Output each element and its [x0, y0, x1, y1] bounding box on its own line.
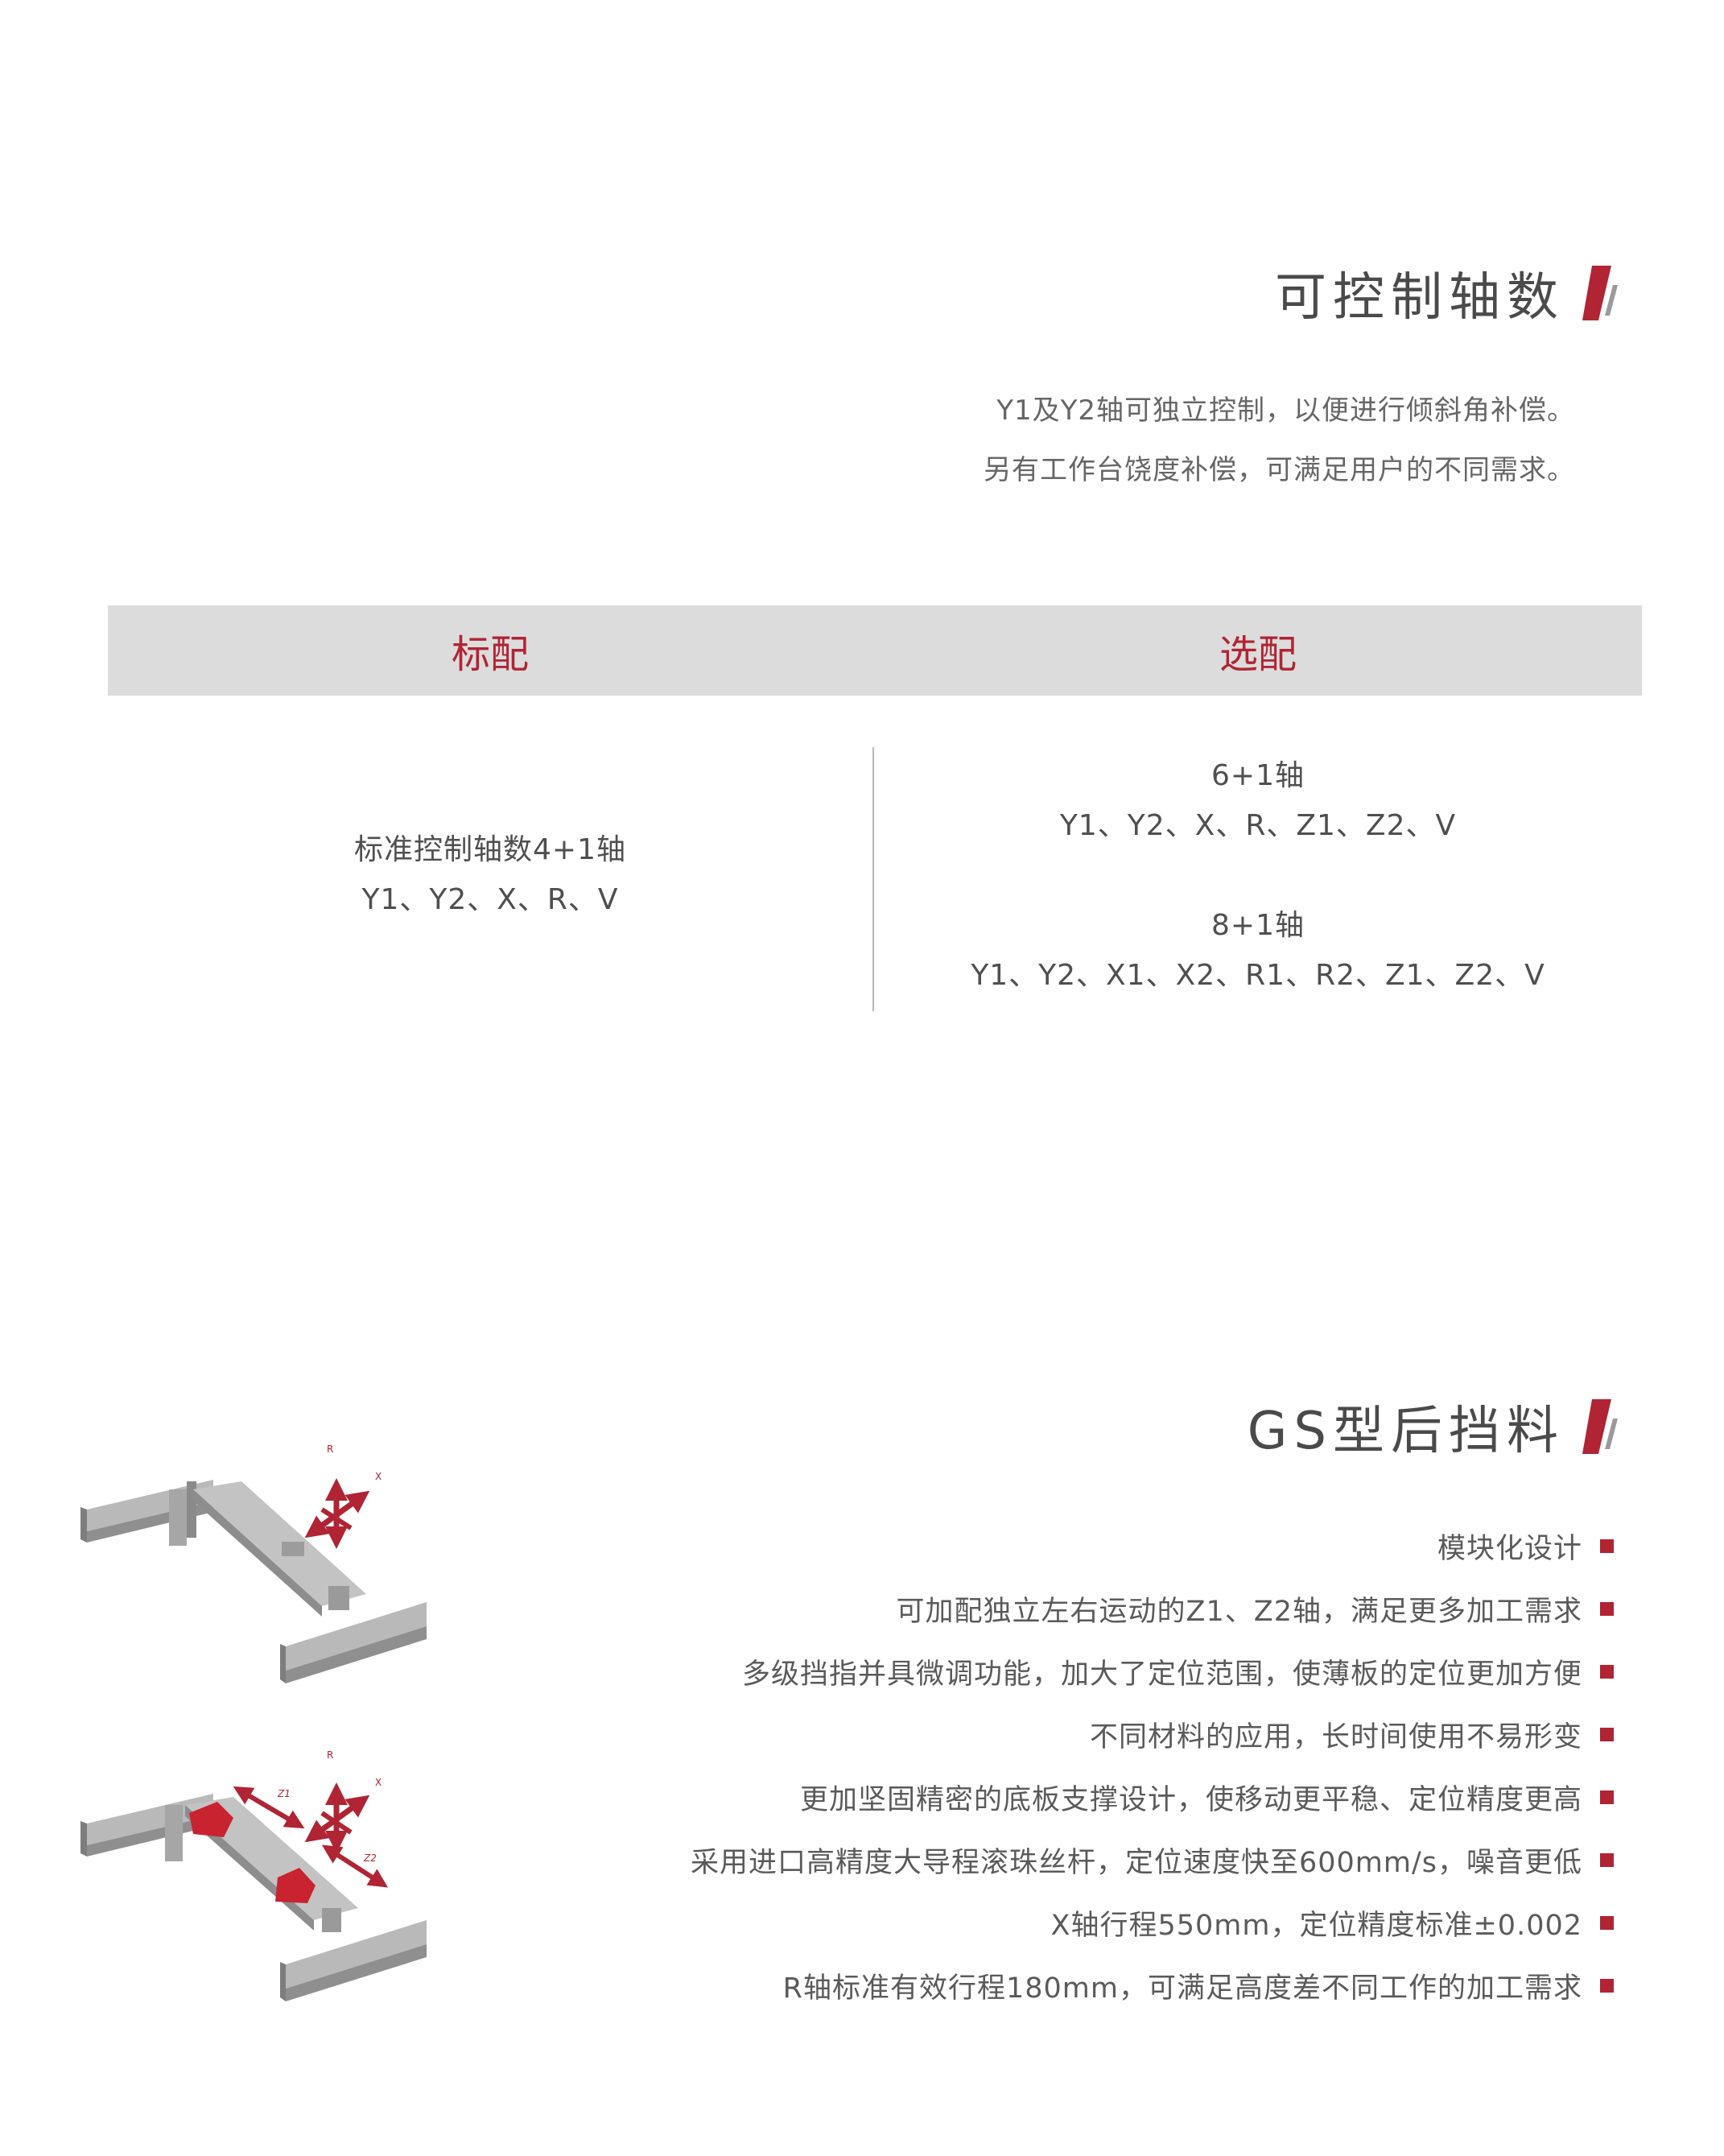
table-header-band: 标配 选配	[108, 605, 1642, 696]
bullet-icon	[1600, 1790, 1614, 1804]
bullet-icon	[1600, 1602, 1614, 1616]
bullet-icon	[1600, 1728, 1614, 1741]
section-title-axes: 可控制轴数	[1275, 256, 1619, 330]
brand-mark-icon	[1582, 266, 1618, 320]
standard-title: 标准控制轴数4+1轴	[354, 833, 626, 866]
feature-item: R轴标准有效行程180mm，可满足高度差不同工作的加工需求	[782, 1972, 1582, 2005]
brand-mark-icon	[1582, 1399, 1618, 1454]
optional-8-axes: Y1、Y2、X1、X2、R1、R2、Z1、Z2、V	[971, 959, 1545, 992]
feature-item: 不同材料的应用，长时间使用不易形变	[1089, 1721, 1582, 1753]
axis-label-z2: Z2	[363, 1852, 377, 1864]
feature-item: 可加配独立左右运动的Z1、Z2轴，满足更多加工需求	[896, 1596, 1582, 1628]
optional-6-axes: Y1、Y2、X、R、Z1、Z2、V	[1059, 809, 1457, 842]
feature-item: X轴行程550mm，定位精度标准±0.002	[1050, 1910, 1582, 1942]
feature-item: 更加坚固精密的底板支撑设计，使移动更平稳、定位精度更高	[799, 1784, 1582, 1816]
header-standard: 标配	[451, 632, 529, 677]
section1-desc-line2: 另有工作台饶度补偿，可满足用户的不同需求。	[984, 454, 1575, 486]
bullet-icon	[1600, 1916, 1614, 1930]
axis-label-x: X	[375, 1471, 382, 1482]
bullet-icon	[1600, 1665, 1614, 1679]
feature-item: 多级挡指并具微调功能，加大了定位范围，使薄板的定位更加方便	[741, 1658, 1582, 1691]
backgauge-diagram-z-axes: R X Z1 Z2	[80, 1749, 427, 2001]
axis-label-r: R	[327, 1444, 333, 1455]
optional-6-title: 6+1轴	[1211, 759, 1305, 792]
bullet-icon	[1600, 1979, 1614, 1993]
bullet-icon	[1600, 1539, 1614, 1553]
bullet-icon	[1600, 1853, 1614, 1867]
axis-label-z1: Z1	[277, 1788, 291, 1799]
section-title-backgauge: GS型后挡料	[1248, 1390, 1619, 1464]
standard-axes: Y1、Y2、X、R、V	[361, 883, 619, 916]
axis-label-x: X	[375, 1777, 382, 1788]
header-optional: 选配	[1219, 632, 1297, 677]
optional-8-title: 8+1轴	[1211, 909, 1305, 942]
section-title-text: 可控制轴数	[1275, 268, 1565, 328]
axis-label-r: R	[327, 1749, 333, 1761]
feature-item: 采用进口高精度大导程滚珠丝杆，定位速度快至600mm/s，噪音更低	[690, 1847, 1582, 1879]
section-title-text: GS型后挡料	[1247, 1402, 1565, 1461]
column-divider	[872, 747, 874, 1011]
section1-desc-line1: Y1及Y2轴可独立控制，以便进行倾斜角补偿。	[996, 394, 1575, 427]
feature-item: 模块化设计	[1437, 1533, 1582, 1565]
backgauge-diagram-basic: R X	[80, 1444, 427, 1683]
